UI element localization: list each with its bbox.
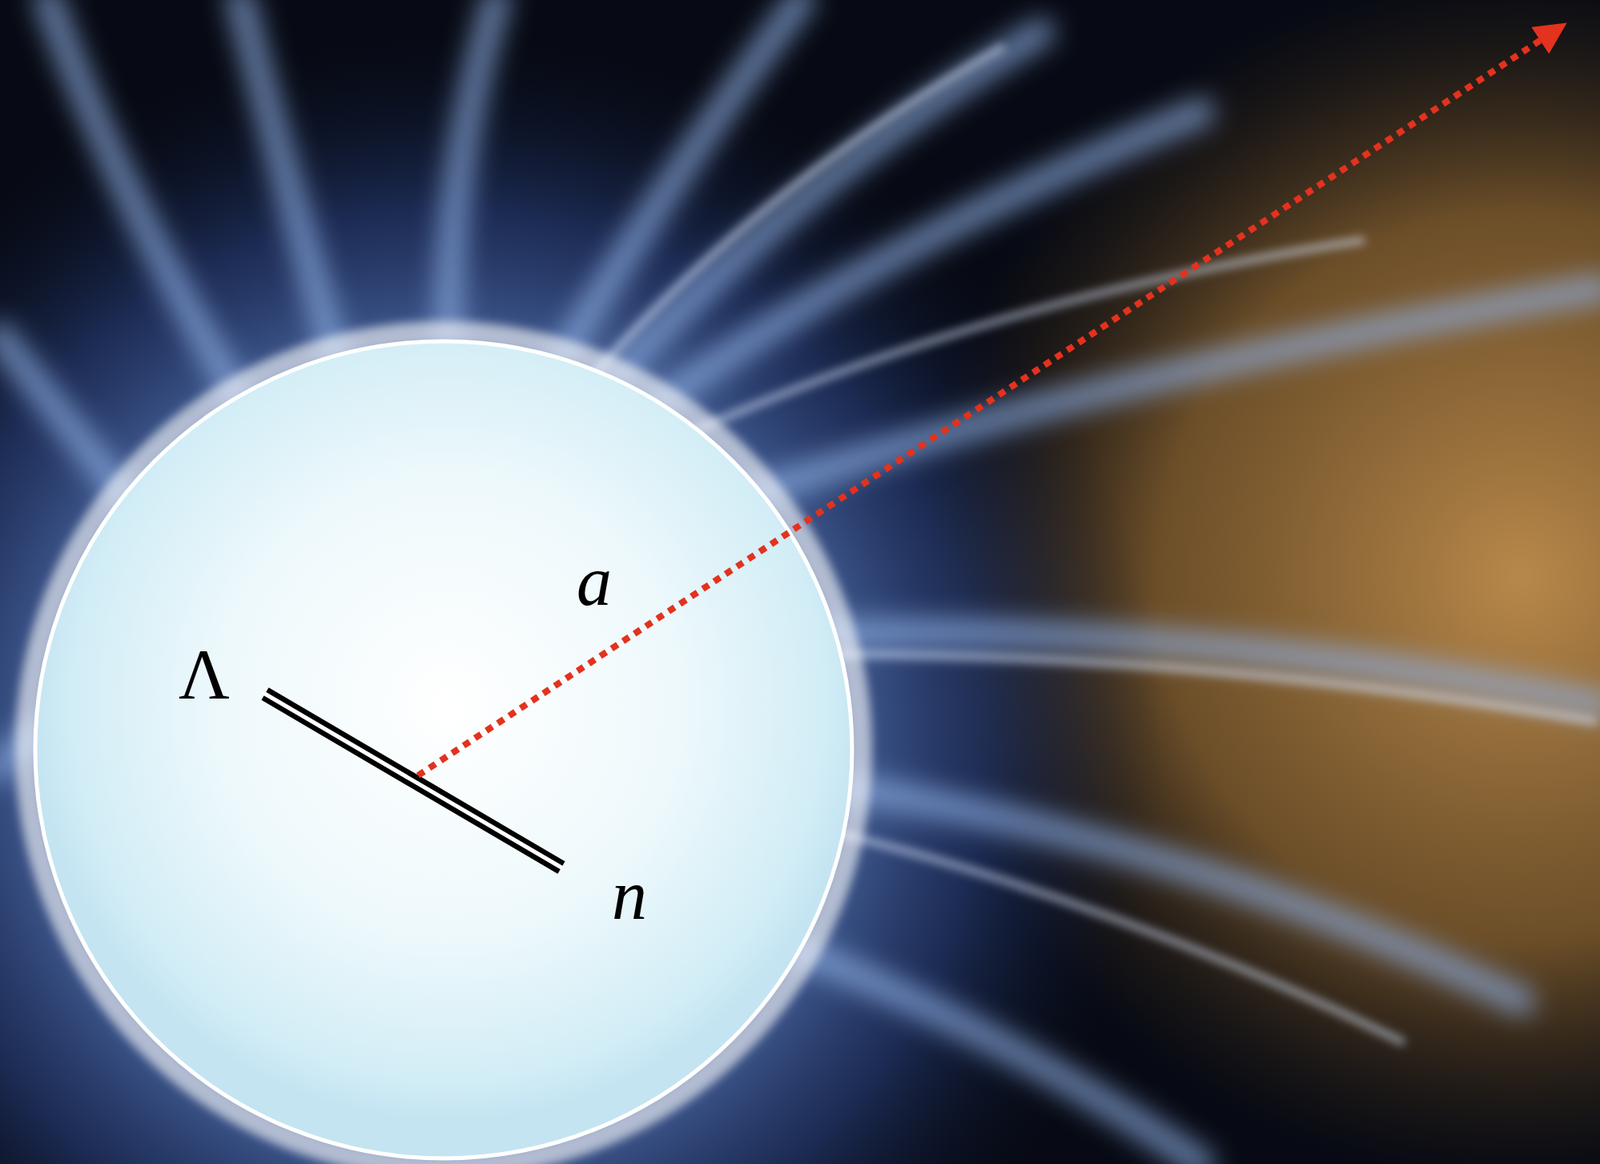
bond-gap: [263, 692, 563, 869]
neutron-star: [35, 341, 853, 1158]
star-rim-glow: [27, 333, 861, 1164]
axion-emission-arrow: [418, 26, 1562, 776]
particle-label: a: [576, 546, 612, 617]
particle-label: Λ: [178, 639, 230, 710]
particle-label: n: [611, 860, 648, 931]
